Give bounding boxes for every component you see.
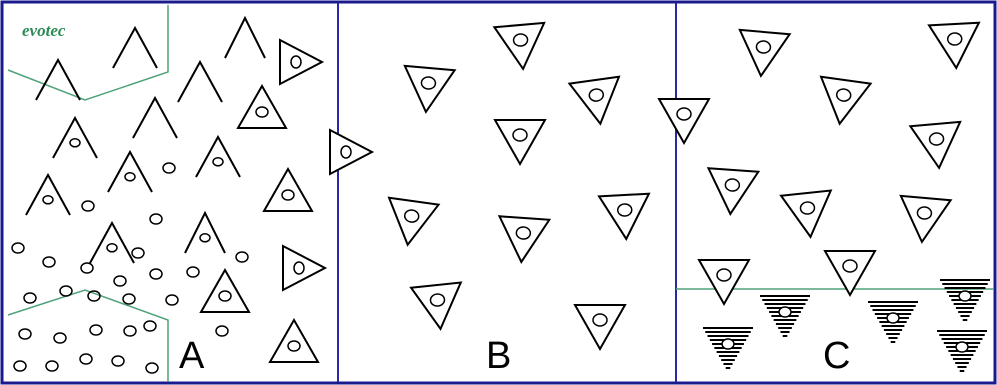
small-circle-icon — [79, 353, 93, 365]
downward-triangle-cell-icon — [819, 75, 873, 126]
panel-b-label: B — [486, 335, 511, 377]
region-outline-top-left — [7, 5, 169, 101]
upward-triangle-cell-icon — [268, 317, 320, 363]
small-circle-icon — [162, 162, 176, 174]
small-circle-icon — [111, 355, 125, 367]
chevron-cell-icon — [132, 95, 178, 139]
downward-triangle-cell-icon — [497, 215, 552, 264]
chevron-cell-icon — [107, 149, 153, 193]
small-circle-icon — [23, 292, 37, 304]
chevron-cell-icon — [52, 115, 98, 159]
upward-triangle-layer — [199, 83, 320, 363]
region-outline-bottom-left — [7, 289, 169, 382]
small-circle-icon — [122, 293, 136, 305]
striped-triangle-cell-icon — [940, 279, 990, 321]
small-circle-icon — [18, 328, 32, 340]
downward-triangle-cell-icon — [779, 189, 833, 239]
small-circle-icon — [143, 320, 157, 332]
panel-c-label: C — [823, 335, 850, 377]
chevron-layer — [25, 15, 266, 264]
small-circle-icon — [149, 268, 163, 280]
striped-triangle-cell-icon — [703, 327, 753, 369]
downward-triangle-cell-icon — [823, 250, 877, 298]
downward-triangle-layer — [387, 21, 981, 352]
downward-triangle-cell-icon — [597, 192, 651, 241]
small-circle-icon — [113, 275, 127, 287]
downward-triangle-cell-icon — [706, 167, 761, 216]
striped-triangle-cell-icon — [868, 301, 918, 343]
downward-triangle-cell-icon — [657, 98, 711, 146]
downward-triangle-cell-icon — [492, 21, 546, 71]
downward-triangle-cell-icon — [738, 28, 792, 78]
downward-triangle-cell-icon — [908, 120, 962, 170]
panel-a-label: A — [179, 335, 205, 377]
small-circle-icon — [87, 290, 101, 302]
small-circle-icon — [235, 251, 249, 263]
downward-triangle-cell-icon — [573, 304, 627, 352]
chevron-cell-icon — [195, 134, 241, 178]
upward-triangle-cell-icon — [262, 166, 314, 212]
small-circle-layer — [11, 162, 249, 374]
chevron-cell-icon — [112, 25, 158, 69]
downward-triangle-cell-icon — [387, 196, 441, 247]
small-circle-icon — [149, 213, 163, 225]
small-circle-icon — [42, 256, 56, 268]
chevron-cell-icon — [224, 15, 266, 59]
upward-triangle-cell-icon — [199, 267, 251, 313]
evotec-logo: evotec — [22, 21, 66, 40]
striped-triangle-cell-icon — [937, 330, 987, 372]
small-circle-icon — [45, 360, 59, 372]
small-circle-icon — [59, 285, 73, 297]
small-circle-icon — [89, 324, 103, 336]
chevron-cell-icon — [177, 59, 223, 103]
sideways-triangle-cell-icon — [282, 244, 328, 292]
sideways-triangle-cell-icon — [329, 128, 375, 176]
small-circle-icon — [123, 325, 137, 337]
upward-triangle-cell-icon — [236, 83, 288, 129]
downward-triangle-cell-icon — [493, 119, 547, 167]
sideways-triangle-cell-icon — [279, 38, 325, 86]
small-circle-icon — [186, 266, 200, 278]
sideways-triangle-layer — [279, 38, 375, 292]
small-circle-icon — [145, 362, 159, 374]
small-circle-icon — [81, 200, 95, 212]
downward-triangle-cell-icon — [927, 21, 981, 70]
small-circle-icon — [13, 360, 27, 372]
small-circle-icon — [215, 325, 229, 337]
small-circle-icon — [80, 262, 94, 274]
chevron-cell-icon — [89, 220, 135, 264]
downward-triangle-cell-icon — [899, 194, 953, 244]
chevron-cell-icon — [184, 210, 226, 254]
small-circle-icon — [11, 242, 25, 254]
downward-triangle-cell-icon — [403, 64, 457, 114]
downward-triangle-cell-icon — [409, 281, 463, 331]
striped-triangle-layer — [703, 279, 990, 372]
downward-triangle-cell-icon — [697, 259, 751, 307]
small-circle-icon — [165, 294, 179, 306]
small-circle-icon — [131, 247, 145, 259]
chevron-cell-icon — [25, 172, 71, 216]
chevron-cell-icon — [35, 57, 81, 101]
downward-triangle-cell-icon — [567, 75, 621, 126]
striped-triangle-cell-icon — [760, 295, 810, 337]
small-circle-icon — [53, 332, 67, 344]
